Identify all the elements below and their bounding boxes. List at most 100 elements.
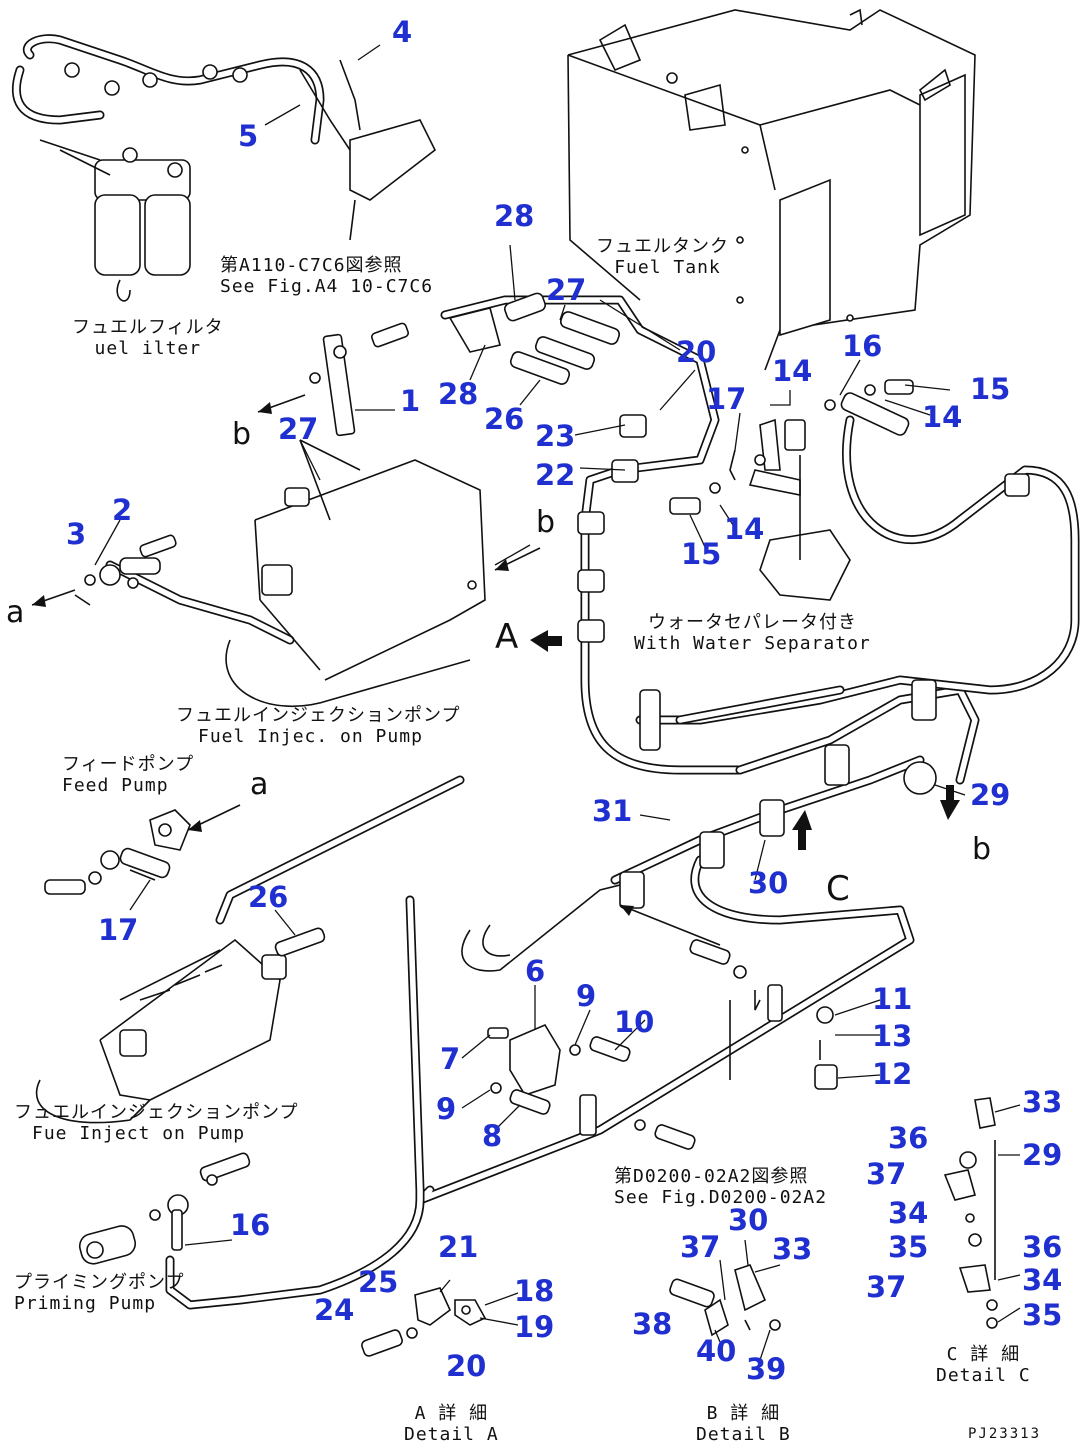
callout-37-b: 37 (680, 1230, 721, 1264)
view-letter-A: A (495, 617, 519, 657)
feed-pump-label-jp: フィードポンプ (62, 754, 195, 775)
water-separator-label-en: With Water Separator (634, 632, 871, 654)
callout-14-a: 14 (772, 354, 813, 388)
callout-20-a: 20 (676, 335, 717, 369)
fuel-injection-pump-lower (35, 927, 326, 1124)
callout-36-b: 36 (1022, 1230, 1063, 1264)
fuel-tubes (105, 295, 1080, 1310)
detail-c-label-en: Detail C (936, 1364, 1031, 1386)
view-letter-a-feed: a (250, 767, 269, 802)
feed-pump-label: フィードポンプ Feed Pump (62, 754, 195, 796)
fuel-tank-label-en: Fuel Tank (614, 256, 721, 278)
detail-b-drawing (669, 1264, 781, 1337)
callout-19: 19 (514, 1310, 555, 1344)
priming-pump-label-jp: プライミングポンプ (14, 1272, 185, 1293)
detail-c-drawing (943, 1097, 998, 1329)
detail-a-label: A 詳 細 Detail A (404, 1403, 499, 1445)
feed-pump (44, 809, 191, 895)
leader-lines (94, 244, 1021, 1361)
callout-11: 11 (872, 982, 913, 1016)
callout-22: 22 (535, 458, 576, 492)
view-letter-b-right: b (972, 832, 992, 867)
callout-32: 31 (592, 794, 633, 828)
priming-pump (78, 1152, 251, 1265)
callout-36-a: 36 (888, 1121, 929, 1155)
priming-pump-label-en: Priming Pump (14, 1292, 157, 1314)
callout-5: 5 (238, 119, 259, 153)
callout-13: 13 (872, 1019, 913, 1053)
callout-15-a: 15 (970, 372, 1011, 406)
drawing-code: PJ23313 (968, 1426, 1042, 1442)
callout-9-b: 9 (436, 1092, 457, 1126)
callout-25: 25 (358, 1265, 399, 1299)
callout-35-a: 35 (888, 1230, 929, 1264)
callout-34-a: 34 (888, 1196, 929, 1230)
view-letter-a-left: a (6, 595, 25, 630)
callout-37-a: 37 (866, 1157, 907, 1191)
banjo-bolt-left (74, 534, 177, 606)
callout-21: 21 (438, 1230, 479, 1264)
callout-15-b: 15 (681, 537, 722, 571)
fuel-tank-label-jp: フュエルタンク (596, 236, 729, 257)
view-letter-b-mid: b (536, 505, 556, 540)
fuel-filter-label: フュエルフィルタ uel ilter (72, 317, 224, 359)
callout-28-a: 28 (494, 199, 535, 233)
callout-9-a: 9 (576, 979, 597, 1013)
callout-33-b: 33 (772, 1232, 813, 1266)
see-fig-ref-1-en: See Fig.A4 10-C7C6 (220, 275, 434, 297)
bracket-assembly (487, 1023, 696, 1150)
callout-7: 7 (440, 1042, 461, 1076)
callout-24: 24 (314, 1293, 355, 1327)
fuel-injection-pump-upper (225, 322, 531, 708)
callout-18: 18 (514, 1274, 555, 1308)
callout-12: 12 (872, 1057, 913, 1091)
callout-30-a: 29 (970, 778, 1011, 812)
see-fig-ref-2: 第D0200-02A2図参照 See Fig.D0200-02A2 (614, 1166, 828, 1208)
callout-3: 3 (66, 517, 87, 551)
injection-pump-upper-label-jp: フュエルインジェクションポンプ (176, 705, 461, 726)
view-letter-b-upper: b (232, 417, 252, 452)
tube-clamps (577, 414, 1030, 1136)
detail-b-label: B 詳 細 Detail B (696, 1403, 791, 1445)
injection-pump-upper-label: フュエルインジェクションポンプ Fuel Injec. on Pump (176, 705, 461, 747)
see-fig-ref-2-jp: 第D0200-02A2図参照 (614, 1166, 809, 1187)
callout-31: 30 (748, 866, 789, 900)
callout-30-b: 30 (728, 1203, 769, 1237)
callout-16-b: 16 (230, 1208, 271, 1242)
callout-27-a: 27 (546, 273, 587, 307)
callout-2: 2 (112, 493, 133, 527)
detail-b-label-en: Detail B (696, 1423, 791, 1445)
injection-pump-lower-label: フュエルインジェクションポンプ Fue Inject on Pump (14, 1102, 299, 1144)
callout-14-b: 14 (922, 400, 963, 434)
fuel-filter-assembly (11, 34, 437, 302)
callout-27-b: 27 (278, 412, 319, 446)
see-fig-ref-1: 第A110-C7C6図参照 See Fig.A4 10-C7C6 (220, 255, 434, 297)
detail-a-label-jp: A 詳 細 (414, 1403, 489, 1424)
callout-17-b: 17 (98, 913, 139, 947)
callout-40: 40 (696, 1334, 737, 1368)
callout-17-a: 17 (706, 382, 747, 416)
detail-c-label: C 詳 細 Detail C (936, 1344, 1031, 1386)
callout-16-a: 16 (842, 329, 883, 363)
callout-6: 6 (525, 954, 546, 988)
injection-pump-lower-label-jp: フュエルインジェクションポンプ (14, 1102, 299, 1123)
callout-4: 4 (392, 15, 413, 49)
detail-c-label-jp: C 詳 細 (946, 1344, 1021, 1365)
callout-23: 23 (535, 419, 576, 453)
see-fig-ref-2-en: See Fig.D0200-02A2 (614, 1186, 828, 1208)
priming-pump-label: プライミングポンプ Priming Pump (14, 1272, 185, 1314)
callout-10: 10 (614, 1005, 655, 1039)
water-separator-label: ウォータセパレータ付き With Water Separator (634, 612, 871, 654)
feed-pump-label-en: Feed Pump (62, 774, 169, 796)
callout-29: 29 (1022, 1138, 1063, 1172)
callout-20-b: 20 (446, 1349, 487, 1383)
see-fig-ref-1-jp: 第A110-C7C6図参照 (220, 255, 403, 276)
callout-14-c: 14 (724, 512, 765, 546)
callout-33-a: 33 (1022, 1085, 1063, 1119)
fuel-filter-label-jp: フュエルフィルタ (72, 317, 224, 338)
detail-a-label-en: Detail A (404, 1423, 499, 1445)
injection-pump-upper-label-en: Fuel Injec. on Pump (198, 725, 423, 747)
callout-38: 38 (632, 1307, 673, 1341)
callout-39: 39 (746, 1352, 787, 1386)
